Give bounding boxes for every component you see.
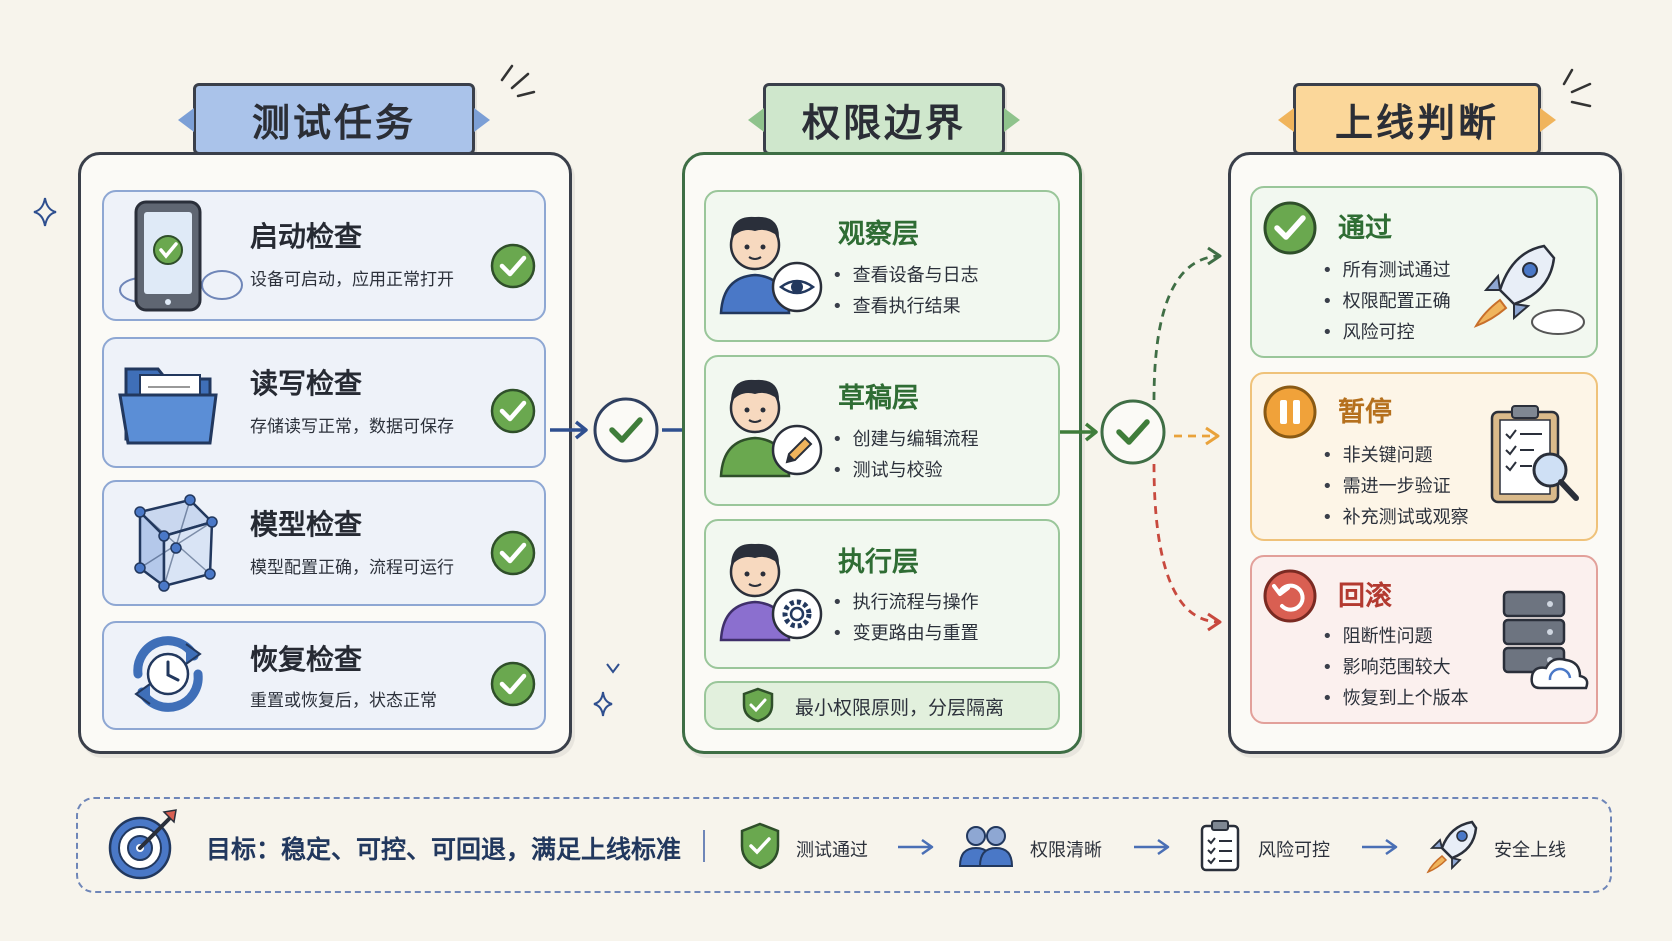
outcome-bullet: 风险可控 [1322, 318, 1415, 344]
tasks-title: 测试任务 [251, 100, 416, 145]
layer-title: 草稿层 [838, 383, 919, 414]
arrow-right-icon [1362, 838, 1398, 856]
outcome-bullet: 阻断性问题 [1322, 622, 1433, 648]
layer-bullet: 查看设备与日志 [832, 261, 979, 287]
outcome-title: 通过 [1338, 213, 1392, 244]
task-title: 模型检查 [250, 508, 363, 541]
clipboard-magnifier-icon [1490, 405, 1579, 504]
sparkle-lines-icon [1562, 68, 1592, 108]
person-pencil-icon [719, 379, 823, 478]
shield-check-icon [740, 822, 780, 870]
star-sparkle-icon [606, 663, 620, 674]
phone-check-icon [119, 200, 243, 312]
rocket-icon [1473, 244, 1585, 335]
pause-icon [1263, 385, 1317, 439]
outcome-bullet: 补充测试或观察 [1322, 503, 1469, 529]
goal-strip [76, 797, 1612, 893]
task-desc: 存储读写正常，数据可保存 [250, 417, 454, 437]
check-badge-icon [490, 661, 536, 707]
outcome-title: 回滚 [1338, 581, 1392, 612]
cube-network-icon [134, 494, 218, 592]
arrow-right-icon [898, 838, 934, 856]
layer-bullet: 变更路由与重置 [832, 619, 979, 645]
connector-arrow-1 [550, 397, 696, 463]
outcome-bullet: 非关键问题 [1322, 441, 1433, 467]
goal-text: 目标：稳定、可控、可回退，满足上线标准 [206, 835, 682, 864]
step-label: 权限清晰 [1030, 840, 1102, 861]
person-gear-icon [719, 543, 823, 642]
decision-title: 上线判断 [1334, 100, 1499, 145]
divider [703, 830, 705, 862]
users-icon [958, 826, 1014, 867]
tasks-banner: 测试任务 [178, 83, 490, 155]
folder-icon [118, 367, 218, 445]
clipboard-icon [1200, 820, 1240, 872]
person-eye-icon [719, 216, 823, 315]
shield-check-icon [742, 687, 774, 723]
rocket-icon [1426, 820, 1478, 874]
permissions-banner: 权限边界 [748, 83, 1020, 155]
star-sparkle-icon [593, 691, 613, 717]
outcome-title: 暂停 [1338, 397, 1392, 428]
layer-bullet: 执行流程与操作 [832, 588, 979, 614]
step-label: 测试通过 [796, 840, 868, 861]
check-badge-icon [490, 388, 536, 434]
connector-branch [1060, 246, 1222, 632]
permissions-title: 权限边界 [801, 100, 966, 145]
task-title: 启动检查 [250, 220, 363, 253]
step-label: 安全上线 [1494, 840, 1566, 861]
check-badge-icon [490, 530, 536, 576]
step-label: 风险可控 [1258, 840, 1330, 861]
task-desc: 重置或恢复后，状态正常 [250, 691, 437, 711]
pass-check-icon [1263, 201, 1317, 255]
principle-text: 最小权限原则，分层隔离 [795, 697, 1005, 719]
task-title: 读写检查 [250, 367, 363, 400]
task-title: 恢复检查 [250, 643, 363, 676]
outcome-bullet: 所有测试通过 [1322, 256, 1451, 282]
outcome-bullet: 影响范围较大 [1322, 653, 1451, 679]
task-desc: 模型配置正确，流程可运行 [250, 558, 454, 578]
sparkle-lines-icon [500, 64, 536, 98]
arrow-right-icon [1134, 838, 1170, 856]
layer-title: 观察层 [838, 219, 919, 250]
outcome-bullet: 恢复到上个版本 [1322, 684, 1469, 710]
undo-icon [1263, 569, 1317, 623]
clock-refresh-icon [133, 636, 203, 712]
layer-bullet: 创建与编辑流程 [832, 425, 979, 451]
target-icon [108, 809, 177, 880]
check-badge-icon [490, 243, 536, 289]
decision-banner: 上线判断 [1278, 83, 1556, 155]
server-cloud-icon [1502, 590, 1589, 690]
layer-bullet: 测试与校验 [832, 456, 943, 482]
layer-title: 执行层 [838, 547, 919, 578]
outcome-bullet: 需进一步验证 [1322, 472, 1451, 498]
star-sparkle-icon [33, 197, 57, 227]
task-desc: 设备可启动，应用正常打开 [250, 270, 454, 290]
outcome-bullet: 权限配置正确 [1322, 287, 1451, 313]
layer-bullet: 查看执行结果 [832, 292, 961, 318]
